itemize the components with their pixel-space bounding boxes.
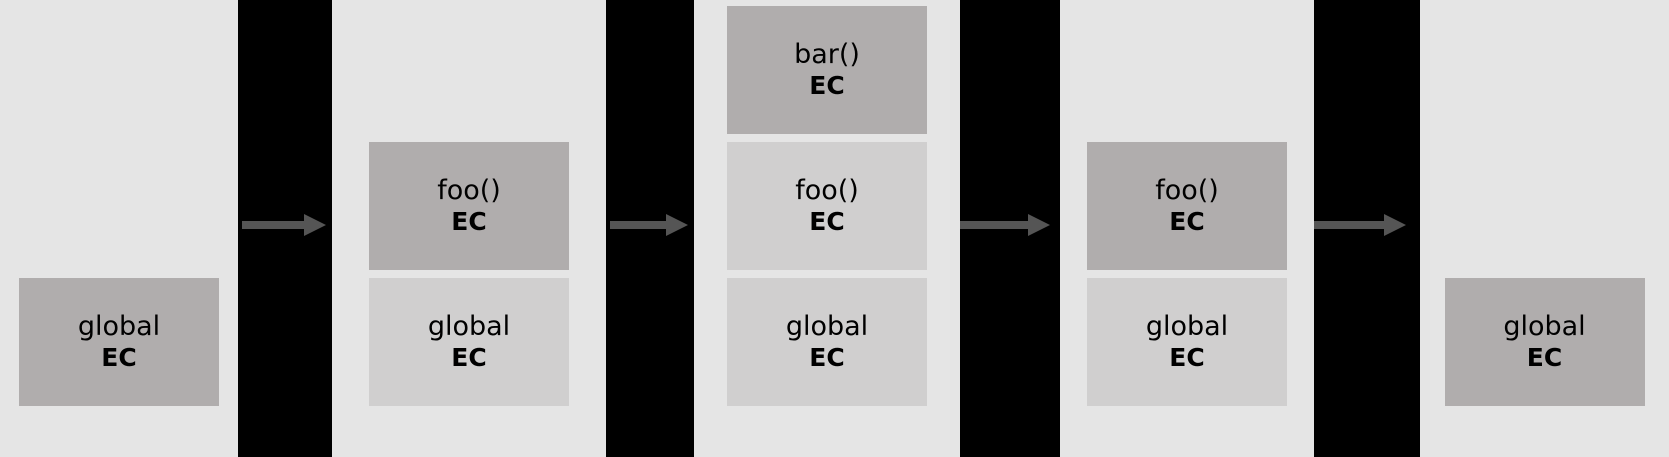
execution-context-kind: EC bbox=[451, 207, 487, 237]
execution-context-kind: EC bbox=[1169, 343, 1205, 373]
execution-context-kind: EC bbox=[1169, 207, 1205, 237]
transition-band-3 bbox=[960, 0, 1060, 457]
execution-context-kind: EC bbox=[451, 343, 487, 373]
execution-context-kind: EC bbox=[809, 71, 845, 101]
execution-context-kind: EC bbox=[101, 343, 137, 373]
execution-context-kind: EC bbox=[809, 207, 845, 237]
execution-context-name: foo() bbox=[1155, 175, 1219, 207]
execution-context-name: foo() bbox=[437, 175, 501, 207]
execution-context-box: foo()EC bbox=[727, 142, 927, 270]
execution-context-name: global bbox=[77, 311, 161, 343]
execution-context-kind: EC bbox=[809, 343, 845, 373]
execution-context-box: foo()EC bbox=[369, 142, 569, 270]
execution-context-kind: EC bbox=[1526, 343, 1563, 373]
execution-context-name: global bbox=[1145, 311, 1229, 343]
execution-context-name: bar() bbox=[794, 39, 860, 71]
execution-context-box: bar()EC bbox=[727, 6, 927, 134]
execution-context-box: foo()EC bbox=[1087, 142, 1287, 270]
execution-context-name: foo() bbox=[795, 175, 859, 207]
execution-context-name: global bbox=[1503, 311, 1586, 343]
transition-band-4 bbox=[1314, 0, 1420, 457]
execution-context-name: global bbox=[785, 311, 869, 343]
execution-context-name: global bbox=[427, 311, 511, 343]
transition-band-2 bbox=[606, 0, 694, 457]
transition-band-1 bbox=[238, 0, 332, 457]
